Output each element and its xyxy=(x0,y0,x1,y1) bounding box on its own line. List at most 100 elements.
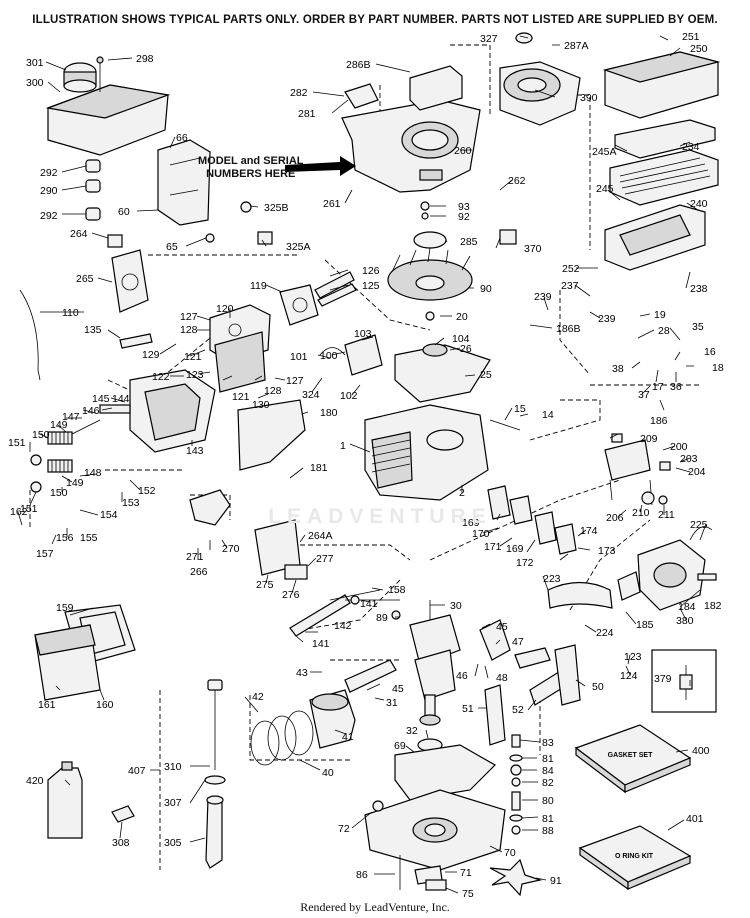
part-label-260: 260 xyxy=(454,145,472,157)
part-label-250: 250 xyxy=(690,43,708,55)
model-serial-line-1: MODEL and SERIAL xyxy=(198,155,304,167)
small-parts-left xyxy=(85,159,273,248)
part-label-301: 301 xyxy=(26,57,44,69)
part-label-100: 100 xyxy=(320,350,338,362)
part-label-238: 238 xyxy=(690,283,708,295)
part-label-36: 36 xyxy=(670,381,682,393)
part-label-150b: 150 xyxy=(50,487,68,499)
crankcase-cover xyxy=(364,744,506,885)
ignition-module xyxy=(319,334,491,403)
part-label-240: 240 xyxy=(690,198,708,210)
muffler xyxy=(30,369,216,493)
gasket-set-box xyxy=(574,724,692,794)
part-label-90: 90 xyxy=(480,283,492,295)
part-label-43: 43 xyxy=(296,667,308,679)
part-label-88: 88 xyxy=(542,825,554,837)
leader-lines xyxy=(17,35,707,894)
part-label-2: 2 xyxy=(459,487,465,499)
part-label-400: 400 xyxy=(692,745,710,757)
part-label-45a: 45 xyxy=(496,621,508,633)
part-label-75: 75 xyxy=(462,888,474,900)
flywheel xyxy=(387,201,517,321)
part-label-119: 119 xyxy=(250,280,267,292)
part-label-20: 20 xyxy=(456,311,468,323)
part-label-86: 86 xyxy=(356,869,368,881)
part-label-145: 145 xyxy=(92,393,110,405)
part-label-307: 307 xyxy=(164,797,182,809)
part-label-31: 31 xyxy=(386,697,398,709)
part-label-156: 156 xyxy=(56,532,74,544)
part-label-292a: 292 xyxy=(40,167,58,179)
part-label-42: 42 xyxy=(252,691,264,703)
part-label-169a: 169 xyxy=(462,517,480,529)
oil-slinger xyxy=(399,855,543,897)
part-label-125: 125 xyxy=(362,280,380,292)
part-label-26: 26 xyxy=(460,343,472,355)
part-label-46: 46 xyxy=(456,670,468,682)
part-label-200: 200 xyxy=(670,441,688,453)
part-label-245: 245 xyxy=(596,183,614,195)
camshaft xyxy=(289,589,401,637)
part-label-310: 310 xyxy=(164,761,182,773)
part-label-126: 126 xyxy=(362,265,380,277)
part-label-25: 25 xyxy=(480,369,492,381)
part-label-271: 271 xyxy=(186,551,204,563)
cylinder-block xyxy=(364,404,521,501)
part-label-276: 276 xyxy=(282,589,300,601)
part-label-281: 281 xyxy=(298,108,316,120)
part-label-50: 50 xyxy=(592,681,604,693)
part-label-80: 80 xyxy=(542,795,554,807)
part-label-84: 84 xyxy=(542,765,554,777)
part-label-103: 103 xyxy=(354,328,372,340)
part-label-390: 390 xyxy=(580,92,598,104)
part-label-285: 285 xyxy=(460,236,478,248)
part-label-239b: 239 xyxy=(598,313,616,325)
part-label-234: 234 xyxy=(682,141,700,153)
part-label-15: 15 xyxy=(514,403,526,415)
part-label-206: 206 xyxy=(606,512,624,524)
intake-assembly xyxy=(119,271,357,393)
part-label-265: 265 xyxy=(76,273,94,285)
part-label-104: 104 xyxy=(452,333,470,345)
part-label-130: 130 xyxy=(252,399,270,411)
part-label-17: 17 xyxy=(652,381,664,393)
part-label-174: 174 xyxy=(580,525,598,537)
crankshaft xyxy=(409,600,461,752)
part-label-89: 89 xyxy=(376,612,388,624)
part-label-380: 380 xyxy=(676,615,694,627)
part-label-225: 225 xyxy=(690,519,708,531)
part-label-128a: 128 xyxy=(180,324,198,336)
fuel-tank xyxy=(45,56,171,156)
part-label-160: 160 xyxy=(96,699,114,711)
part-label-154: 154 xyxy=(100,509,118,521)
part-label-128b: 128 xyxy=(264,385,282,397)
carburetor-gaskets xyxy=(487,485,613,609)
part-label-270: 270 xyxy=(222,543,240,555)
serial-arrow-icon xyxy=(285,156,356,176)
part-label-149b: 149 xyxy=(66,477,84,489)
piston-and-rings xyxy=(250,689,356,766)
part-label-325A: 325A xyxy=(286,241,311,253)
part-label-252: 252 xyxy=(562,263,580,275)
tank-bracket xyxy=(157,139,211,226)
connecting-rod xyxy=(344,619,581,746)
part-label-370: 370 xyxy=(524,243,542,255)
part-label-161: 161 xyxy=(38,699,56,711)
part-label-290: 290 xyxy=(40,185,58,197)
part-label-379: 379 xyxy=(654,673,672,685)
part-label-159: 159 xyxy=(56,602,74,614)
part-label-153: 153 xyxy=(122,497,140,509)
part-label-180: 180 xyxy=(320,407,338,419)
part-label-14: 14 xyxy=(542,409,554,421)
part-label-300: 300 xyxy=(26,77,44,89)
footer-credit: Rendered by LeadVenture, Inc. xyxy=(300,900,450,914)
part-label-298: 298 xyxy=(136,53,154,65)
part-label-155: 155 xyxy=(80,532,98,544)
air-filter-housing xyxy=(34,604,136,701)
part-label-275: 275 xyxy=(256,579,274,591)
part-label-69: 69 xyxy=(394,740,406,752)
part-label-325B: 325B xyxy=(264,202,289,214)
part-label-264A: 264A xyxy=(308,530,333,542)
part-label-239a: 239 xyxy=(534,291,552,303)
part-label-101: 101 xyxy=(290,351,308,363)
